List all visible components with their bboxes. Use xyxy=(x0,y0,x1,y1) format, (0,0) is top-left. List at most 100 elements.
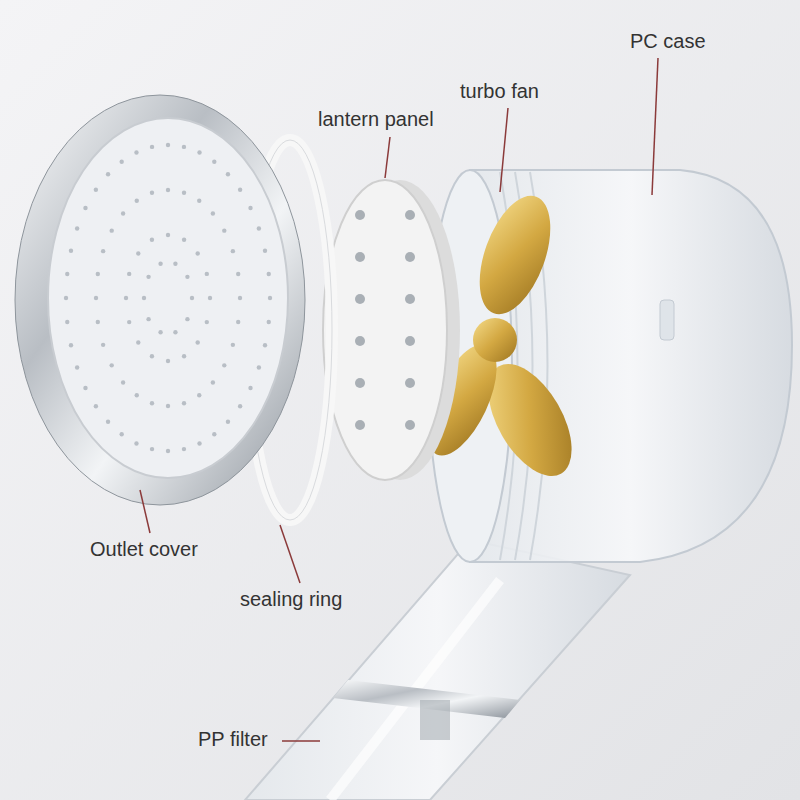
nozzle-dot xyxy=(182,191,186,195)
nozzle-dot xyxy=(146,275,150,279)
nozzle-dot xyxy=(119,159,123,163)
nozzle-dot xyxy=(197,441,201,445)
nozzle-dot xyxy=(173,262,177,266)
nozzle-dot xyxy=(121,211,125,215)
nozzle-dot xyxy=(64,296,68,300)
nozzle-dot xyxy=(222,228,226,232)
nozzle-dot xyxy=(83,206,87,210)
nozzle-dot xyxy=(185,317,189,321)
nozzle-dot xyxy=(110,228,114,232)
nozzle-dot xyxy=(127,320,131,324)
nozzle-dot xyxy=(355,336,365,346)
nozzle-dot xyxy=(124,296,128,300)
filter-window xyxy=(420,700,450,740)
nozzle-dot xyxy=(158,262,162,266)
nozzle-dot xyxy=(166,143,170,147)
nozzle-dot xyxy=(267,272,271,276)
nozzle-dot xyxy=(355,252,365,262)
nozzle-dot xyxy=(94,404,98,408)
nozzle-dot xyxy=(222,363,226,367)
nozzle-dot xyxy=(226,172,230,176)
nozzle-dot xyxy=(65,272,69,276)
nozzle-dot xyxy=(212,159,216,163)
nozzle-dot xyxy=(135,393,139,397)
nozzle-dot xyxy=(355,420,365,430)
nozzle-dot xyxy=(197,150,201,154)
nozzle-dot xyxy=(355,294,365,304)
nozzle-dot xyxy=(236,272,240,276)
nozzle-dot xyxy=(96,320,100,324)
nozzle-dot xyxy=(119,432,123,436)
nozzle-dot xyxy=(166,233,170,237)
nozzle-dot xyxy=(405,252,415,262)
handle xyxy=(245,540,630,800)
nozzle-dot xyxy=(231,249,235,253)
nozzle-dot xyxy=(182,354,186,358)
leader-line xyxy=(385,137,390,178)
nozzle-dot xyxy=(238,404,242,408)
nozzle-dot xyxy=(106,172,110,176)
nozzle-dot xyxy=(75,226,79,230)
nozzle-dot xyxy=(211,211,215,215)
leader-line xyxy=(652,58,658,195)
nozzle-dot xyxy=(211,380,215,384)
nozzle-dot xyxy=(127,272,131,276)
nozzle-dot xyxy=(166,449,170,453)
nozzle-dot xyxy=(65,320,69,324)
leader-line xyxy=(280,525,300,583)
nozzle-dot xyxy=(205,320,209,324)
part-label: Outlet cover xyxy=(90,538,198,561)
nozzle-dot xyxy=(197,393,201,397)
nozzle-dot xyxy=(205,272,209,276)
nozzle-dot xyxy=(257,226,261,230)
nozzle-dot xyxy=(134,441,138,445)
leader-line xyxy=(282,740,320,742)
nozzle-dot xyxy=(405,336,415,346)
nozzle-dot xyxy=(69,343,73,347)
leader-line xyxy=(500,108,508,192)
case-detail xyxy=(660,300,674,340)
nozzle-dot xyxy=(238,296,242,300)
fan-blade xyxy=(466,186,565,323)
nozzle-dot xyxy=(101,249,105,253)
fan-hub xyxy=(473,318,517,362)
nozzle-dot xyxy=(182,401,186,405)
part-label: PC case xyxy=(630,30,706,53)
part-label: PP filter xyxy=(198,728,268,751)
nozzle-dot xyxy=(231,343,235,347)
nozzle-dot xyxy=(150,401,154,405)
nozzle-dot xyxy=(236,320,240,324)
nozzle-dot xyxy=(182,238,186,242)
nozzle-dot xyxy=(94,296,98,300)
nozzle-dot xyxy=(268,296,272,300)
nozzle-dot xyxy=(150,354,154,358)
nozzle-dot xyxy=(166,188,170,192)
outlet-face xyxy=(48,118,288,478)
nozzle-dot xyxy=(405,294,415,304)
leader-lines xyxy=(140,58,658,741)
nozzle-dot xyxy=(238,188,242,192)
nozzle-dot xyxy=(182,447,186,451)
nozzle-dot xyxy=(173,330,177,334)
nozzle-dot xyxy=(150,145,154,149)
nozzle-dot xyxy=(75,365,79,369)
nozzle-dot xyxy=(94,188,98,192)
nozzle-dot xyxy=(142,296,146,300)
nozzle-dot xyxy=(355,210,365,220)
nozzle-dot xyxy=(355,378,365,388)
part-label: lantern panel xyxy=(318,108,434,131)
nozzle-dot xyxy=(134,150,138,154)
nozzle-dot xyxy=(263,343,267,347)
outlet-cover xyxy=(15,95,305,505)
nozzle-dot xyxy=(166,404,170,408)
nozzle-dot xyxy=(121,380,125,384)
nozzle-dot xyxy=(150,447,154,451)
nozzle-dot xyxy=(166,359,170,363)
nozzle-dot xyxy=(101,343,105,347)
nozzle-dot xyxy=(248,206,252,210)
nozzle-dot xyxy=(136,340,140,344)
nozzle-dot xyxy=(248,386,252,390)
lantern-panel xyxy=(323,180,447,480)
nozzle-dot xyxy=(212,432,216,436)
